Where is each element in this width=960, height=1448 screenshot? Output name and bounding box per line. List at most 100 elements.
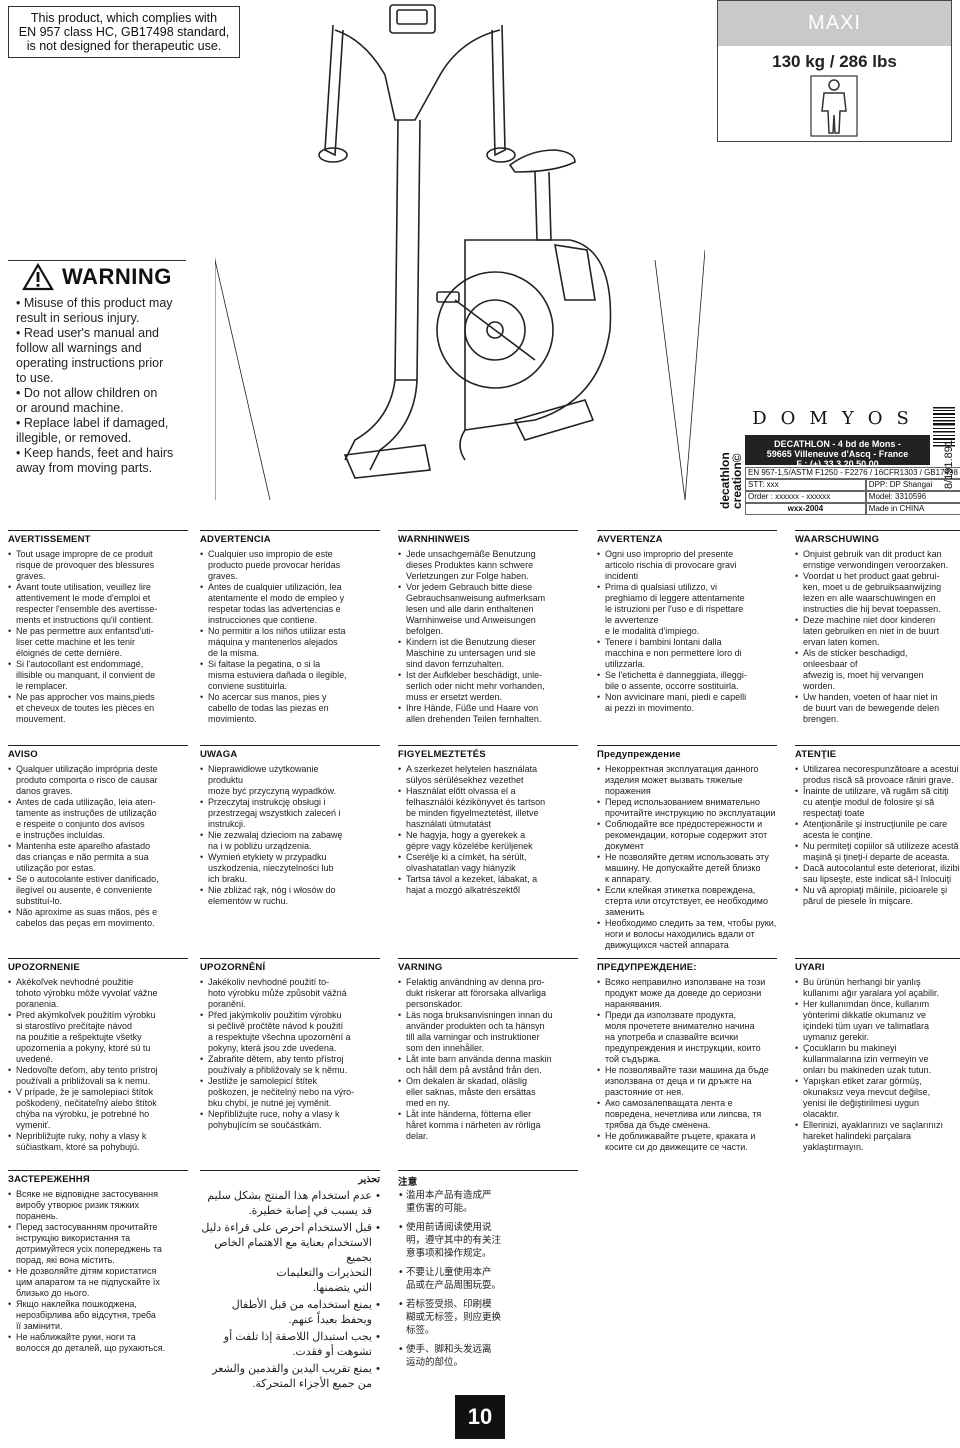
bullet-line: заменить [605, 907, 645, 917]
bullet-line: порад, які вона містить. [16, 1255, 115, 1265]
bullet-line: Se l'etichetta è danneggiata, illeggi- [605, 670, 747, 680]
bullet-line: рекомендации, которые содержит этот [605, 830, 768, 840]
bullet-line: 滥用本产品有造成严 [406, 1190, 492, 1201]
warning-section-fr: AVERTISSEMENTTout usage impropre de ce p… [8, 530, 188, 725]
bullet-line: Avant toute utilisation, veuillez lire [16, 582, 151, 592]
bullet-line: Warnhinweise und Anweisungen [406, 615, 536, 625]
bullet-line: прочитайте инструкцию по эксплуатации [605, 808, 776, 818]
bullet-line: машину. Не допускайте детей близко [605, 863, 761, 873]
bullet-item: Не позволявайте тази машина да бъдеизпол… [597, 1065, 777, 1098]
bullet-item: Prima di qualsiasi utilizzo, vipreghiamo… [597, 582, 777, 637]
address-line: DECATHLON - 4 bd de Mons - [774, 439, 901, 449]
bullet-line: изделия может вызвать тяжелые [605, 775, 743, 785]
bullet-item: Ne pas permettre aux enfantsd'uti-liser … [8, 626, 188, 659]
warning-line: operating instructions prior [16, 356, 164, 370]
warning-line: Keep hands, feet and hairs [16, 446, 186, 461]
bullet-line: Yapışkan etiket zarar görmüş, [803, 1076, 922, 1086]
bullet-line: Onjuist gebruik van dit product kan [803, 549, 942, 559]
bullet-line: använder produkten och ta hänsyn [406, 1021, 545, 1031]
warning-section-zh: 注意滥用本产品有造成严重伤害的可能。使用前请阅读使用说明，遵守其中的有关注意事项… [398, 1170, 578, 1375]
bullet-line: súčiastkam, ktoré sa pohybujú. [16, 1142, 140, 1152]
bullet-line: cabelos das peças em movimento. [16, 918, 155, 928]
bullet-line: к аппарату. [605, 874, 652, 884]
bullet-line: Jestliže je samolepicí štítek [208, 1076, 318, 1086]
bullet-line: Çocukların bu makineyi [803, 1043, 897, 1053]
warning-block: WARNING Misuse of this product may resul… [8, 260, 186, 490]
bullet-line: Ne pas approcher vos mains,pieds [16, 692, 155, 702]
bullet-line: дотримуйтеся усіх попереджень та [16, 1244, 162, 1254]
bullet-line: personskador. [406, 999, 463, 1009]
bullet-line: Ако самозалепващата лента е [605, 1098, 733, 1108]
bullet-line: Gebrauchsanweisung aufmerksam [406, 593, 546, 603]
bullet-line: le avvertenze [605, 615, 659, 625]
bullet-item: Se o autocolante estiver danificado,ileg… [8, 874, 188, 907]
max-load-title: MAXI [718, 1, 951, 46]
bullet-line: Antes de cada utilização, leia aten- [16, 797, 156, 807]
warning-section-sk: UPOZORNENIEAkékoľvek nevhodné použitieto… [8, 958, 188, 1153]
bullet-line: Nepribližujte ruky, nohy a vlasy k [16, 1131, 147, 1141]
section-title: Предупреждение [597, 745, 777, 760]
bullet-line: respetar todas las advertencias e [208, 604, 341, 614]
bullet-line: yenisi ile değiştirilmesi uygun [803, 1098, 920, 1108]
bullet-line: ich braku. [208, 874, 248, 884]
bullet-line: be minden figyelmeztetést, illetve [406, 808, 539, 818]
bullet-line: Utilizarea necorespunzătoare a acestui [803, 764, 959, 774]
bullet-line: conviene sustituirla. [208, 681, 288, 691]
bullet-item: No permitir a los niños utilizar estamáq… [200, 626, 380, 659]
standard-text: EN 957-1,5/ASTM F1250 - F2276 / 16CFR130… [745, 467, 960, 479]
bullet-item: Nie zbliżać rąk, nóg i włosów doelementó… [200, 885, 380, 907]
bullet-line: allen drehenden Teilen fernhalten. [406, 714, 542, 724]
bullet-line: tamente as instruções de utilização [16, 808, 157, 818]
bullet-item: Ist der Aufkleber beschädigt, unle-serli… [398, 670, 578, 703]
bullet-line: instrukcji. [208, 819, 246, 829]
bullet-line: ноги и волосы находились вдали от [605, 929, 755, 939]
svg-text:creation©: creation© [730, 453, 743, 509]
bullet-line: használati útmutatást [406, 819, 492, 829]
bullet-line: ments et instructions qu'il contient. [16, 615, 154, 625]
bullet-item: Не доближавайте ръцете, краката икосите … [597, 1131, 777, 1153]
bullet-line: виробу утворює ризик тяжких [16, 1200, 140, 1210]
bullet-line: Läs noga bruksanvisningen innan du [406, 1010, 553, 1020]
bullet-item: V prípade, že je samolepiaci štítokpoško… [8, 1087, 188, 1131]
bullet-item: Ellerinizi, ayaklarınızı ve saçlarınızıh… [795, 1120, 960, 1153]
compliance-line: EN 957 class HC, GB17498 standard, [18, 25, 230, 39]
bullet-line: instrucciones que contiene. [208, 615, 318, 625]
bullet-line: Всяко неправилно използване на този [605, 977, 766, 987]
warning-section-tr: UYARIBu ürünün herhangi bir yanlışkullan… [795, 958, 960, 1153]
bullet-line: produs riscă să provoace răniri grave. [803, 775, 954, 785]
bullet-line: Bu ürünün herhangi bir yanlış [803, 977, 921, 987]
bullet-line: ويحفظ بعيداً عنهم. [288, 1314, 372, 1326]
bullet-item: Antes de cualquier utilización, leaatent… [200, 582, 380, 626]
section-body: Utilizarea necorespunzătoare a acestuipr… [795, 764, 960, 907]
bullet-line: súlyos sérülésekhez vezethet [406, 775, 524, 785]
section-body: 滥用本产品有造成严重伤害的可能。使用前请阅读使用说明，遵守其中的有关注意事项和操… [398, 1189, 578, 1369]
bullet-line: Соблюдайте все предостережности и [605, 819, 763, 829]
warning-section-hu: FIGYELMEZTETÉSA szerkezet helytelen hasz… [398, 745, 578, 896]
warning-line: result in serious injury. [16, 311, 140, 325]
bullet-line: bile o assente, occorre sostituirla. [605, 681, 739, 691]
bullet-item: Соблюдайте все предостережности ирекомен… [597, 819, 777, 852]
bullet-item: Si l'autocollant est endommagé,illisible… [8, 659, 188, 692]
bullet-line: dieses Produktes kann schwere [406, 560, 534, 570]
bullet-line: používali a približovali sa k nemu. [16, 1076, 151, 1086]
warning-section-pt: AVISOQualquer utilização imprópria deste… [8, 745, 188, 929]
bullet-line: de buurt van de bewegende delen [803, 703, 940, 713]
bullet-line: hajat a mozgó alkatrészektől [406, 885, 521, 895]
bullet-item: Vor jedem Gebrauch bitte dieseGebrauchsa… [398, 582, 578, 637]
bullet-line: تشوهت أو فقدت. [292, 1346, 372, 1358]
section-title: ATENŢIE [795, 745, 960, 760]
bullet-line: ken, moet u de gebruiksaanwijzing [803, 582, 942, 592]
bullet-line: upozornenia a pokyny, ktoré sú tu [16, 1043, 151, 1053]
stt-text: STT: xxx [745, 479, 866, 491]
bullet-line: uvedené. [16, 1054, 54, 1064]
